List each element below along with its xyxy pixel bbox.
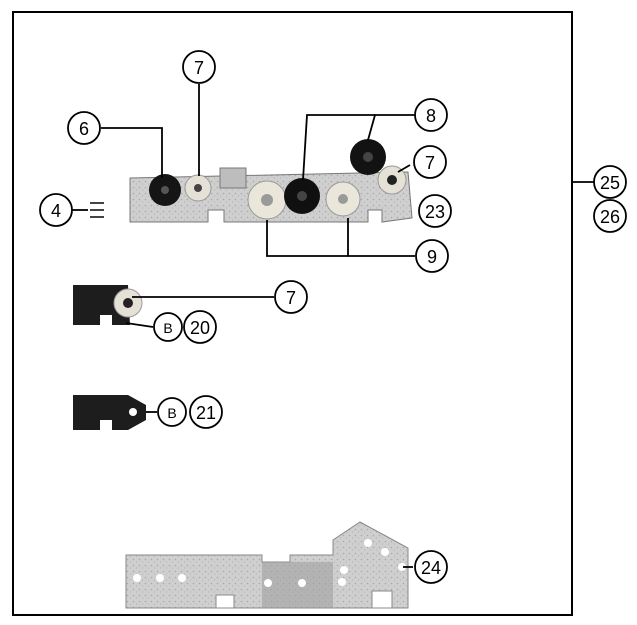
gear-6-hub [161, 186, 169, 194]
leader-lines [72, 84, 594, 568]
gear-plate-assembly [129, 139, 413, 223]
callout-b-20: B [153, 312, 183, 342]
pins-part-4 [90, 202, 104, 218]
svg-text:23: 23 [425, 202, 445, 222]
callout-7-right: 7 [413, 145, 447, 179]
callout-b-21: B [157, 397, 187, 427]
callout-4: 4 [39, 193, 73, 227]
svg-text:25: 25 [600, 173, 620, 193]
gear-9-left-hub [261, 194, 273, 206]
svg-text:9: 9 [427, 247, 437, 267]
callout-8: 8 [414, 98, 448, 132]
svg-text:7: 7 [425, 153, 435, 173]
plate-24 [125, 521, 409, 609]
callout-25: 25 [593, 165, 627, 199]
svg-text:21: 21 [196, 403, 216, 423]
svg-text:7: 7 [194, 58, 204, 78]
callout-6: 6 [67, 111, 101, 145]
callout-26: 26 [593, 199, 627, 233]
callouts: 6 7 8 7 4 23 9 7 B 20 B 21 24 25 26 [39, 50, 627, 584]
callout-7-top: 7 [182, 50, 216, 84]
gear-7-top-hub [194, 184, 202, 192]
svg-text:7: 7 [286, 288, 296, 308]
plate-block [219, 167, 247, 189]
bracket-21 [73, 395, 146, 430]
callout-23: 23 [418, 194, 452, 228]
svg-text:8: 8 [426, 106, 436, 126]
callout-24: 24 [414, 550, 448, 584]
svg-text:4: 4 [51, 201, 61, 221]
svg-text:24: 24 [421, 558, 441, 578]
svg-text:B: B [163, 320, 172, 336]
callout-9: 9 [415, 239, 449, 273]
gear-8-lower-hub [297, 191, 307, 201]
gear-8-upper-hub [363, 152, 373, 162]
svg-text:26: 26 [600, 207, 620, 227]
svg-text:6: 6 [79, 119, 89, 139]
gear-7-right-hub [387, 175, 397, 185]
svg-text:20: 20 [190, 318, 210, 338]
callout-21: 21 [189, 395, 223, 429]
assembly-frame [12, 11, 573, 616]
svg-text:B: B [167, 405, 176, 421]
callout-7-bracket: 7 [274, 280, 308, 314]
callout-20: 20 [183, 310, 217, 344]
gear-9-right-hub [338, 194, 348, 204]
bracket-20 [73, 285, 143, 325]
